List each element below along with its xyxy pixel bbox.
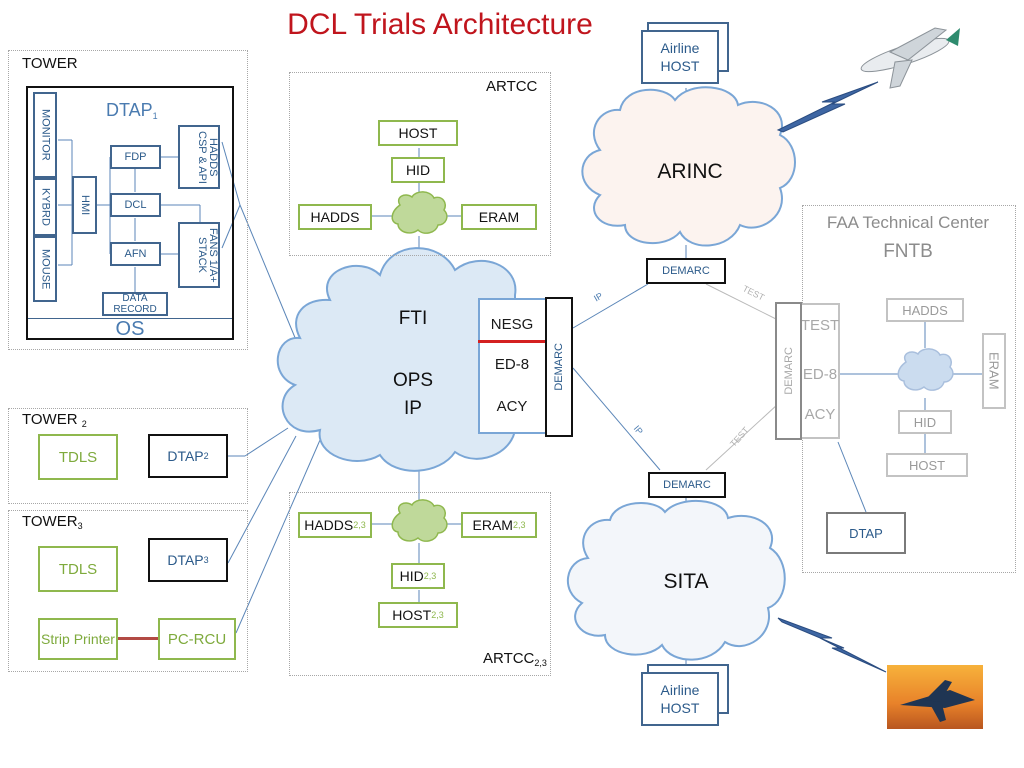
dcl-box: DCL	[110, 193, 161, 217]
artcc23-label: ARTCC2,3	[483, 650, 547, 668]
artcc1-label: ARTCC	[486, 78, 538, 95]
ops-label: OPS	[392, 370, 434, 391]
nesg-panel	[478, 298, 550, 434]
hid-box: HID	[391, 157, 445, 183]
monitor-box: MONITOR	[33, 92, 57, 178]
faa-demarc-box: DEMARC	[775, 302, 802, 440]
sita-cloud	[566, 500, 786, 661]
acy-label: ACY	[804, 406, 836, 423]
dtap1-container	[26, 86, 234, 340]
strip-printer-box: Strip Printer	[38, 618, 118, 660]
os-divider	[28, 318, 232, 319]
data-record-box: DATA RECORD	[102, 292, 168, 316]
hmi-box: HMI	[72, 176, 97, 234]
artcc-cloud	[391, 191, 448, 234]
artcc23-region	[289, 492, 551, 676]
arinc-label: ARINC	[657, 160, 723, 183]
mouse-box: MOUSE	[33, 236, 57, 302]
hadds-box: HADDS	[298, 204, 372, 230]
sunset-airplane-photo	[887, 665, 983, 729]
airplane-icon	[860, 27, 960, 89]
tower3-region	[8, 510, 248, 672]
host-box: HOST	[886, 453, 968, 477]
eram-box: ERAM	[461, 204, 537, 230]
tower3-label: TOWER3	[22, 513, 83, 531]
arinc-demarc-box: DEMARC	[646, 258, 726, 284]
tower1-label: TOWER	[22, 55, 78, 72]
host-box: HOST	[378, 120, 458, 146]
hid-box: HID	[898, 410, 952, 434]
airline-host-box: Airline HOST	[641, 672, 719, 726]
tdls-box: TDLS	[38, 546, 118, 592]
os-label: OS	[115, 318, 145, 340]
eram-box: ERAM	[982, 333, 1006, 409]
sita-label: SITA	[663, 570, 709, 593]
ed8-label: ED-8	[802, 366, 838, 383]
hadds-csp-api-box: HADDS CSP & API	[178, 125, 220, 189]
faa-title: FAA Technical Center	[826, 213, 990, 232]
airline-host-box: Airline HOST	[641, 30, 719, 84]
fntb-cloud	[897, 348, 954, 391]
fti-label: FTI	[398, 308, 428, 329]
tower1-region	[8, 50, 248, 350]
ip-label: IP	[404, 398, 422, 419]
test-label: TEST	[800, 317, 840, 334]
hadds-box: HADDS	[886, 298, 964, 322]
arinc-cloud	[581, 86, 796, 247]
fntb-title: FNTB	[883, 241, 933, 262]
afn-box: AFN	[110, 242, 161, 266]
fdp-box: FDP	[110, 145, 161, 169]
sita-demarc-box: DEMARC	[648, 472, 726, 498]
tower2-label: TOWER 2	[22, 411, 87, 429]
artcc23-cloud	[391, 499, 448, 542]
fti-demarc-box: DEMARC	[545, 297, 573, 437]
diagram-title: DCL Trials Architecture	[287, 8, 593, 41]
nesg-label: NESG	[490, 316, 534, 333]
lightning-icon	[776, 81, 879, 133]
pc-rcu-box: PC-RCU	[158, 618, 236, 660]
printer-link	[118, 637, 160, 640]
lightning-icon	[777, 617, 887, 673]
acy-label: ACY	[496, 398, 528, 415]
faa-dtap-box: DTAP	[826, 512, 906, 554]
artcc1-region	[289, 72, 551, 256]
tdls-box: TDLS	[38, 434, 118, 480]
dtap1-label: DTAP1	[106, 100, 158, 121]
kybrd-box: KYBRD	[33, 178, 57, 236]
fti-ops-ip-cloud	[276, 247, 517, 472]
tower2-region	[8, 408, 248, 504]
fans-stack-box: FANS 1/A+ STACK	[178, 222, 220, 288]
nesg-divider	[478, 340, 546, 343]
ed8-label: ED-8	[494, 356, 530, 373]
